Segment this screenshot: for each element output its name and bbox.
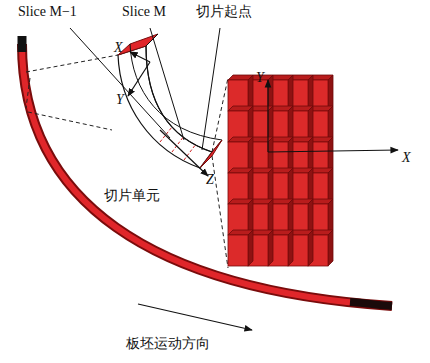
slice-cell: [288, 230, 313, 266]
axis-label: Y: [116, 92, 124, 107]
strand-end: [18, 36, 27, 52]
slice-cell: [228, 168, 253, 204]
z-axis: [160, 130, 208, 176]
leader-line: [70, 28, 220, 150]
axis-label: Z: [206, 172, 214, 187]
segment-edge: [130, 34, 222, 152]
slice-cell: [228, 106, 253, 142]
slice-label: Slice M−1: [18, 4, 77, 19]
cell-side: [268, 230, 273, 266]
slice-cell: [228, 137, 253, 173]
segment-top: [118, 34, 158, 55]
slice-start-label: 切片起点: [196, 4, 252, 19]
slice-unit-label: 切片单元: [104, 188, 160, 203]
cube-grid: [228, 75, 333, 266]
cell-side: [328, 230, 333, 266]
grid-y-axis: [267, 80, 268, 152]
motion-direction-label: 板坯运动方向: [126, 336, 210, 351]
strand-end: [350, 302, 392, 306]
axis-label: X: [114, 40, 123, 55]
grid-x-axis: [268, 150, 398, 152]
slice-cell: [248, 230, 273, 266]
slice-cell: [228, 230, 253, 266]
y-axis: [128, 62, 150, 96]
slice-line: [160, 127, 196, 160]
motion-arrow: [138, 304, 252, 330]
axis-label: Y: [256, 70, 264, 85]
cell-front: [228, 235, 248, 266]
cell-side: [308, 230, 313, 266]
segment-ghost: [118, 46, 212, 168]
zoom-line: [212, 78, 228, 268]
slice-cell: [228, 199, 253, 235]
cell-side: [248, 230, 253, 266]
strand-edge: [22, 44, 392, 306]
slice-cell: [308, 230, 333, 266]
slice-label: Slice M: [122, 4, 166, 19]
slice-cell: [228, 75, 253, 111]
cell-side: [288, 230, 293, 266]
strand: [22, 44, 392, 306]
slice-cell: [268, 230, 293, 266]
axis-label: X: [402, 150, 411, 165]
x-axis: [130, 52, 150, 62]
